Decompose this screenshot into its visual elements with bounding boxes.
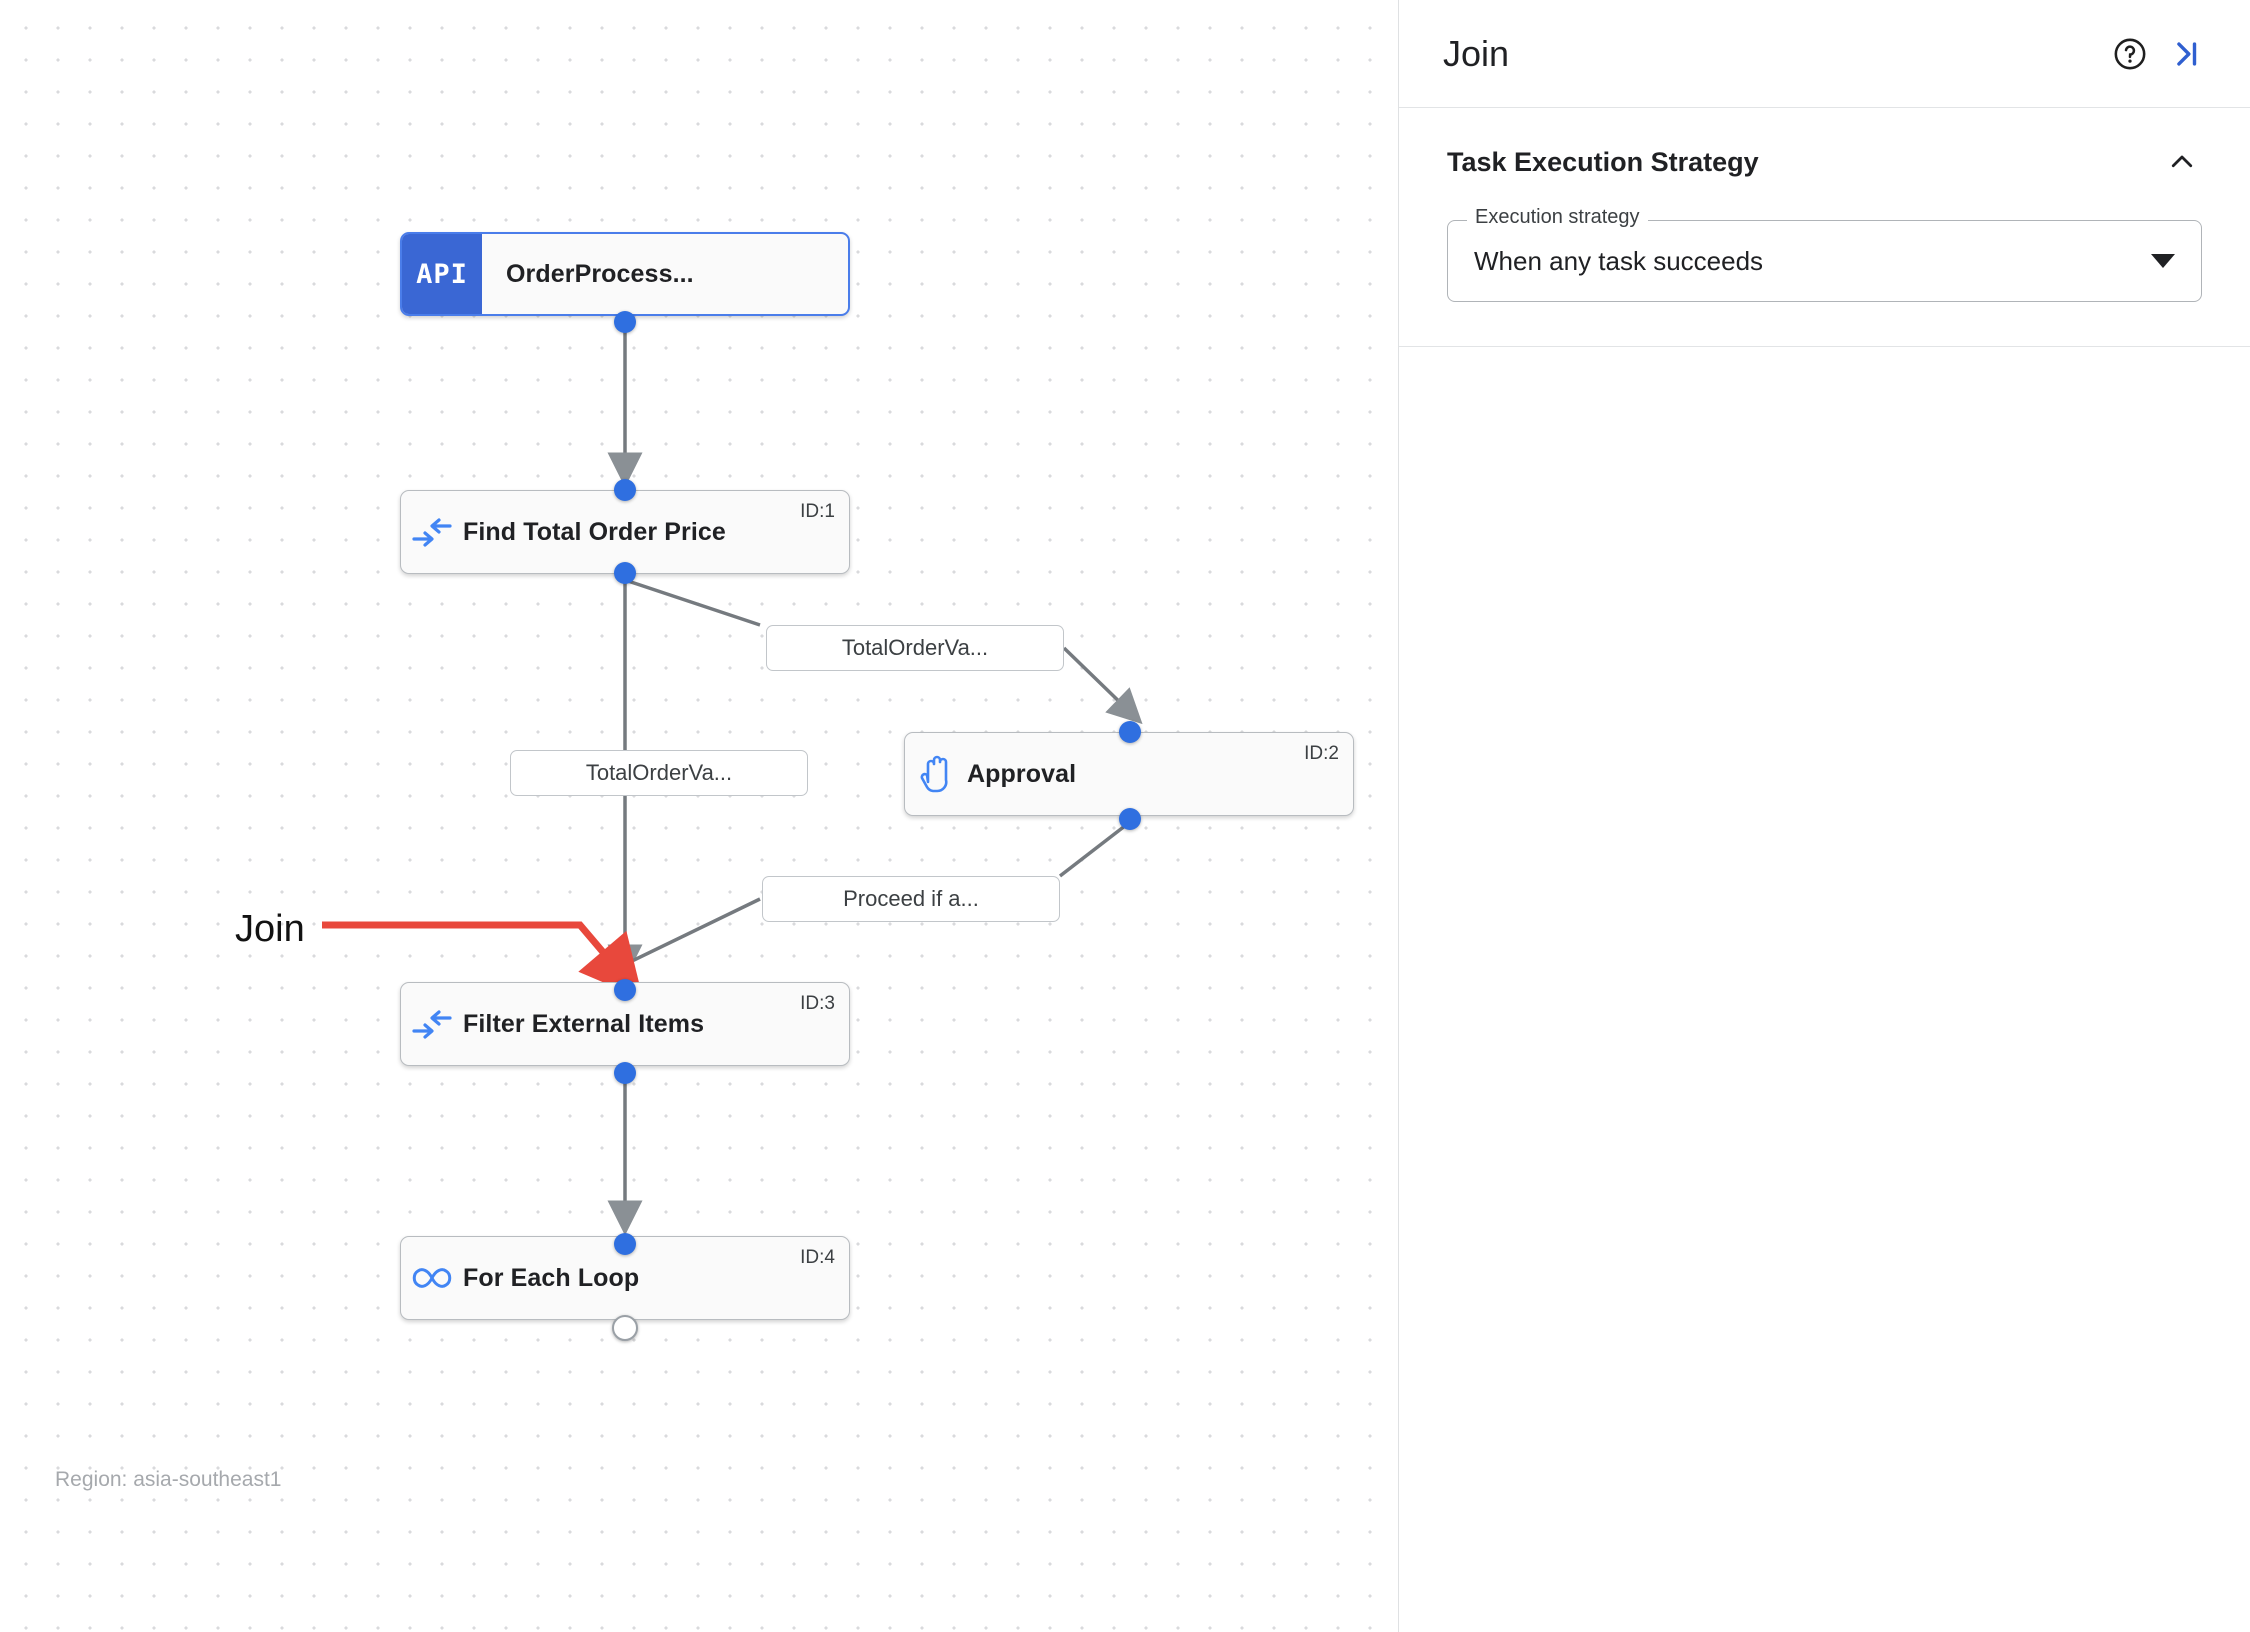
join-annotation-label: Join <box>235 908 305 950</box>
node-output-connector[interactable] <box>1119 808 1141 830</box>
node-output-connector[interactable] <box>614 562 636 584</box>
edge-label-text: Proceed if a... <box>843 886 979 911</box>
node-id-badge: ID:1 <box>800 501 835 522</box>
node-input-connector[interactable] <box>614 979 636 1001</box>
node-loop-output-connector[interactable] <box>612 1315 638 1341</box>
execution-strategy-field[interactable]: When any task succeeds Execution strateg… <box>1447 206 2202 302</box>
chevron-down-icon[interactable] <box>2151 254 2175 268</box>
node-title: Approval <box>967 759 1077 788</box>
edge-label-chip[interactable]: Proceed if a... <box>762 876 1060 922</box>
node-id-badge: ID:4 <box>800 1247 835 1268</box>
node-input-connector[interactable] <box>1119 721 1141 743</box>
node-order-process[interactable]: API OrderProcess... <box>400 232 850 316</box>
execution-strategy-label: Execution strategy <box>1467 206 1648 229</box>
merge-arrows-icon <box>401 1009 463 1039</box>
node-approval[interactable]: Approval ID:2 <box>904 732 1354 816</box>
workflow-canvas[interactable]: API OrderProcess... Find Total Order Pri… <box>0 0 1397 1632</box>
chevron-up-icon[interactable] <box>2162 142 2202 182</box>
node-input-connector[interactable] <box>614 1233 636 1255</box>
section-title: Task Execution Strategy <box>1447 146 1759 177</box>
node-output-connector[interactable] <box>614 311 636 333</box>
node-title: For Each Loop <box>463 1263 640 1292</box>
execution-strategy-select[interactable]: When any task succeeds <box>1447 220 2202 302</box>
section-header[interactable]: Task Execution Strategy <box>1447 142 2202 182</box>
section-task-execution-strategy: Task Execution Strategy When any task su… <box>1399 108 2250 347</box>
details-panel: Join Task Execution Strategy <box>1398 0 2250 1632</box>
panel-header: Join <box>1399 0 2250 108</box>
hand-icon <box>905 754 967 794</box>
node-input-connector[interactable] <box>614 479 636 501</box>
infinity-icon <box>401 1265 463 1291</box>
node-id-badge: ID:3 <box>800 993 835 1014</box>
panel-title: Join <box>1443 32 1510 74</box>
node-title: Filter External Items <box>463 1009 705 1038</box>
region-watermark: Region: asia-southeast1 <box>55 1468 282 1491</box>
node-title: OrderProcess... <box>506 259 694 288</box>
collapse-right-icon[interactable] <box>2158 26 2214 82</box>
edge-label-chip[interactable]: TotalOrderVa... <box>510 750 808 796</box>
node-title: Find Total Order Price <box>463 517 726 546</box>
node-output-connector[interactable] <box>614 1062 636 1084</box>
api-badge-icon: API <box>402 234 482 314</box>
merge-arrows-icon <box>401 517 463 547</box>
execution-strategy-value: When any task succeeds <box>1474 245 1764 276</box>
node-find-total-order-price[interactable]: Find Total Order Price ID:1 <box>400 490 850 574</box>
node-id-badge: ID:2 <box>1304 743 1339 764</box>
edge-label-chip[interactable]: TotalOrderVa... <box>766 625 1064 671</box>
edge-label-text: TotalOrderVa... <box>585 760 733 785</box>
edge-label-text: TotalOrderVa... <box>841 635 989 660</box>
help-circle-icon[interactable] <box>2102 26 2158 82</box>
